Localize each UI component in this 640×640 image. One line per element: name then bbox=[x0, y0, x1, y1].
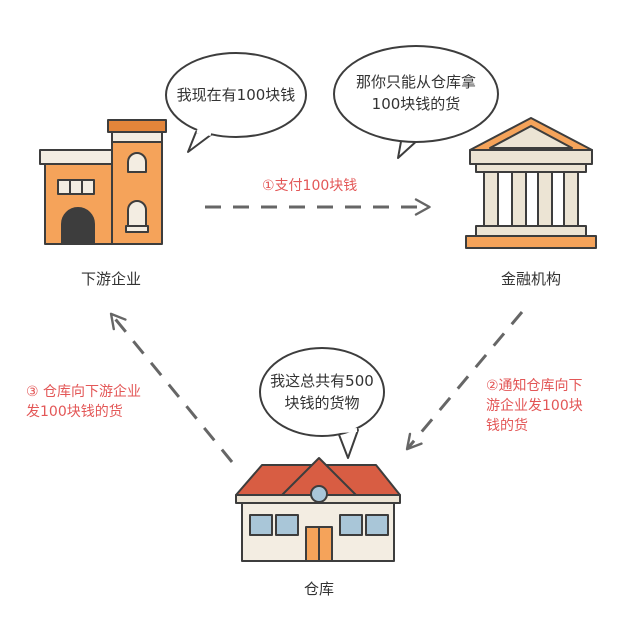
bubble-line: 我这总共有500 bbox=[270, 372, 374, 390]
arrow-warehouse-to-downstream bbox=[109, 312, 234, 463]
step-line: 发100块钱的货 bbox=[26, 404, 123, 420]
step-line: ②通知仓库向下 bbox=[486, 378, 583, 394]
label-financial-institution: 金融机构 bbox=[500, 270, 561, 288]
speech-bubble-warehouse bbox=[259, 347, 385, 459]
label-warehouse: 仓库 bbox=[303, 580, 334, 598]
bank-building-icon bbox=[465, 117, 597, 249]
bubble-text-bank: 那你只能从仓库拿 100块钱的货 bbox=[336, 71, 496, 115]
bubble-text-warehouse: 我这总共有500 块钱的货物 bbox=[262, 370, 382, 414]
bubble-line: 块钱的货物 bbox=[284, 394, 360, 412]
step-line: ①支付100块钱 bbox=[262, 178, 358, 194]
step-2-label: ②通知仓库向下 游企业发100块 钱的货 bbox=[486, 376, 583, 436]
speech-bubble-bank bbox=[333, 45, 499, 159]
speech-bubble-downstream bbox=[165, 52, 307, 153]
step-line: 游企业发100块 bbox=[486, 398, 583, 414]
label-downstream-enterprise: 下游企业 bbox=[80, 270, 141, 288]
bubble-line: 100块钱的货 bbox=[371, 95, 461, 113]
step-line: ③ 仓库向下游企业 bbox=[26, 384, 142, 400]
warehouse-building-icon bbox=[235, 457, 401, 562]
step-1-label: ①支付100块钱 bbox=[262, 176, 357, 196]
step-3-label: ③ 仓库向下游企业 发100块钱的货 bbox=[26, 382, 141, 422]
bubble-line: 那你只能从仓库拿 bbox=[355, 73, 476, 91]
bubble-text-downstream: 我现在有100块钱 bbox=[166, 84, 306, 106]
step-line: 钱的货 bbox=[486, 418, 528, 434]
arrow-bank-to-warehouse bbox=[405, 311, 524, 451]
bubble-line: 我现在有100块钱 bbox=[176, 86, 296, 104]
factory-building-icon bbox=[39, 119, 167, 245]
